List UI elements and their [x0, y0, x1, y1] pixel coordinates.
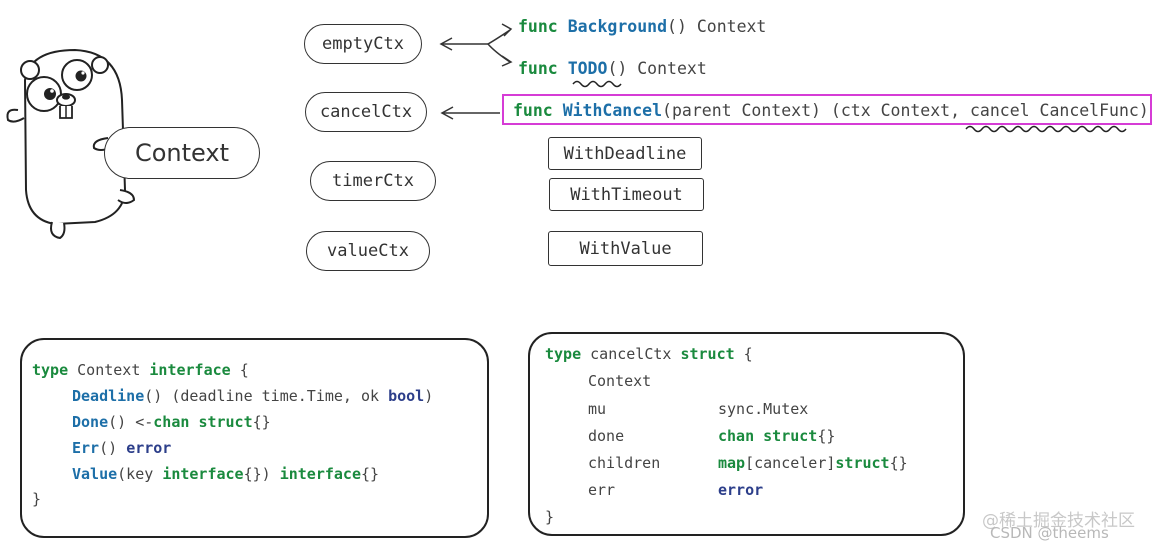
struct-line-5: children: [588, 454, 660, 472]
context-interface-code-box: [20, 338, 489, 538]
err-sig: (): [99, 439, 127, 457]
withdeadline-box: WithDeadline: [548, 137, 702, 170]
brace-close: }: [545, 508, 555, 526]
func-withcancel: func WithCancel(parent Context) (ctx Con…: [513, 101, 1149, 120]
struct-line-4: done: [588, 427, 624, 445]
watermark-line2: CSDN @theems: [990, 524, 1109, 542]
struct-line-4-type: chan struct{}: [718, 427, 835, 445]
value-sig-c: {}: [361, 465, 380, 483]
type-error: error: [718, 481, 764, 499]
iface-line-4: Err() error: [72, 439, 171, 457]
gopher-mascot: [6, 48, 136, 240]
context-label-bubble: Context: [104, 127, 260, 179]
paren-close: ): [424, 387, 434, 405]
func-keyword: func: [518, 59, 558, 78]
value-sig-a: (key: [117, 465, 163, 483]
method-done: Done: [72, 413, 109, 431]
timerctx-label: timerCtx: [332, 171, 414, 191]
embedded-context: Context: [588, 372, 652, 390]
struct-line-5-type: map[canceler]struct{}: [718, 454, 908, 472]
func-todo: func TODO() Context: [518, 59, 707, 78]
brace-close: }: [32, 490, 42, 508]
deadline-sig: () (deadline time.Time, ok: [144, 387, 389, 405]
withdeadline-label: WithDeadline: [563, 143, 687, 164]
withcancel-highlight-box: [502, 94, 1152, 125]
field-done: done: [588, 427, 625, 445]
background-func-sig: () Context: [667, 17, 767, 36]
watermark-juejin: @稀土掘金技术社区: [982, 506, 1135, 531]
kw-interface: interface: [149, 361, 231, 379]
struct-line-close: }: [545, 508, 554, 526]
kw-interface: interface: [162, 465, 244, 483]
kw-bool: bool: [388, 387, 425, 405]
context-label: Context: [134, 139, 230, 167]
todo-func-sig: () Context: [607, 59, 707, 78]
kw-interface: interface: [279, 465, 361, 483]
emptyctx-label: emptyCtx: [322, 34, 404, 54]
watermark-line1: @稀土掘金技术社区: [982, 511, 1135, 531]
type-mutex: sync.Mutex: [718, 400, 809, 418]
withcancel-func-sig: (parent Context) (ctx Context, cancel Ca…: [662, 101, 1149, 120]
cancelctx-label: cancelCtx: [319, 102, 413, 122]
braces: {}: [889, 454, 908, 472]
kw-map: map: [718, 454, 746, 472]
value-sig-b: {}): [243, 465, 280, 483]
timerctx-box: timerCtx: [310, 161, 436, 201]
struct-line-3-type: sync.Mutex: [718, 400, 808, 418]
iface-line-1: type Context interface {: [32, 361, 249, 379]
struct-line-6-type: error: [718, 481, 763, 499]
iface-line-5: Value(key interface{}) interface{}: [72, 465, 379, 483]
todo-func-name: TODO: [567, 59, 608, 78]
field-err: err: [588, 481, 616, 499]
kw-struct: struct: [835, 454, 890, 472]
method-value: Value: [72, 465, 118, 483]
kw-type: type: [545, 345, 582, 363]
kw-chan: chan: [718, 427, 755, 445]
method-deadline: Deadline: [72, 387, 145, 405]
kw-error: error: [126, 439, 172, 457]
emptyctx-box: emptyCtx: [304, 24, 422, 64]
func-keyword: func: [513, 101, 553, 120]
braces: {}: [252, 413, 271, 431]
withtimeout-label: WithTimeout: [570, 184, 683, 205]
field-children: children: [588, 454, 661, 472]
withvalue-box: WithValue: [548, 231, 703, 266]
done-sig: () <-: [108, 413, 154, 431]
map-key: [canceler]: [745, 454, 836, 472]
valuectx-label: valueCtx: [327, 241, 409, 261]
withtimeout-box: WithTimeout: [549, 178, 704, 211]
withcancel-func-name: WithCancel: [562, 101, 663, 120]
iface-line-2: Deadline() (deadline time.Time, ok bool): [72, 387, 433, 405]
iface-line-3: Done() <-chan struct{}: [72, 413, 271, 431]
struct-line-1: type cancelCtx struct {: [545, 345, 753, 363]
func-keyword: func: [518, 17, 558, 36]
iface-name: Context: [68, 361, 150, 379]
iface-line-close: }: [32, 490, 41, 508]
field-mu: mu: [588, 400, 607, 418]
kw-struct: struct: [763, 427, 818, 445]
kw-chan: chan: [153, 413, 190, 431]
braces: {}: [817, 427, 836, 445]
kw-struct: struct: [198, 413, 253, 431]
func-background: func Background() Context: [518, 17, 766, 36]
kw-type: type: [32, 361, 69, 379]
withvalue-label: WithValue: [579, 238, 672, 259]
struct-line-6: err: [588, 481, 615, 499]
struct-line-3: mu: [588, 400, 606, 418]
valuectx-box: valueCtx: [306, 231, 430, 271]
cancelctx-struct-code-box: [528, 332, 965, 536]
method-err: Err: [72, 439, 100, 457]
cancelctx-box: cancelCtx: [305, 92, 427, 132]
brace-open: {: [734, 345, 753, 363]
brace-open: {: [230, 361, 249, 379]
struct-line-2: Context: [588, 372, 651, 390]
struct-name: cancelCtx: [581, 345, 681, 363]
background-func-name: Background: [567, 17, 668, 36]
watermark-csdn: CSDN @theems: [990, 524, 1109, 542]
kw-struct: struct: [680, 345, 735, 363]
